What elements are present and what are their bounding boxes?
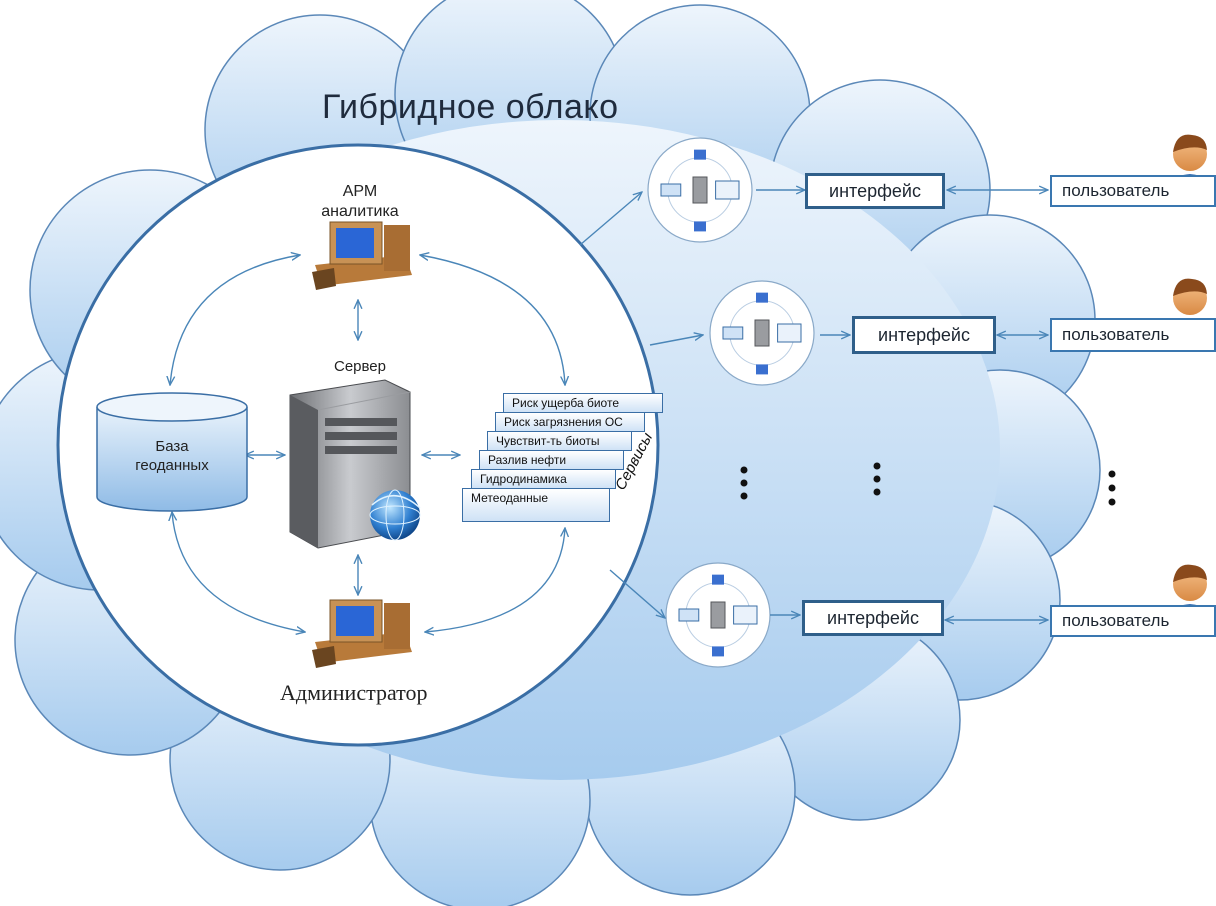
user-box-3: пользователь [1050,605,1216,637]
service-item: Гидродинамика [471,469,616,489]
server-label: Сервер [333,358,386,375]
admin-label: Администратор [280,680,428,705]
user-box-1: пользователь [1050,175,1216,207]
analyst-label-line2: аналитика [321,203,399,220]
analyst-label-line1: АРМ [342,183,378,200]
mini-hub-diagram-1 [647,137,753,243]
interface-box-2: интерфейс [852,316,996,354]
service-item: Чувствит-ть биоты [487,431,632,451]
ellipsis-dots-3 [1108,470,1116,506]
interface-box-1: интерфейс [805,173,945,209]
mini-hub-diagram-2 [709,280,815,386]
service-item: Риск загрязнения ОС [495,412,645,432]
mini-hub-diagram-3 [665,562,771,668]
interface-box-3: интерфейс [802,600,944,636]
service-item: Риск ущерба биоте [503,393,663,413]
database-icon [96,392,248,512]
analyst-label: АРМ аналитика [305,182,415,222]
ellipsis-dots-2 [873,462,881,496]
ellipsis-dots-1 [740,466,748,500]
arrow-analyst-services [420,255,565,385]
arrow-analyst-db [170,255,300,385]
cloud-title: Гибридное облако [322,88,619,126]
analyst-workstation-icon [312,221,412,290]
database-label-line2: геоданных [135,457,209,474]
database-label-line1: База [155,438,189,455]
admin-workstation-icon [312,599,412,668]
user-box-2: пользователь [1050,318,1216,352]
arrow-hub-mini2 [649,335,703,346]
service-item: Метеоданные [462,488,610,522]
arrow-db-admin [172,512,305,632]
service-item: Разлив нефти [479,450,624,470]
globe-icon [369,489,421,541]
arrow-hub-mini1 [579,192,642,246]
arrow-services-admin [425,528,565,632]
database-label: База геоданных [112,437,232,475]
arrow-hub-mini3 [609,569,665,618]
